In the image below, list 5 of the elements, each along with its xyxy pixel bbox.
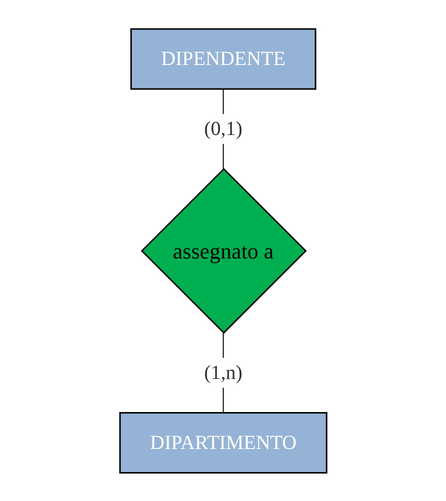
edge-label: (0,1) — [204, 118, 242, 140]
node-box: DIPARTIMENTO — [118, 412, 328, 474]
node-box: DIPENDENTE — [130, 28, 316, 90]
node-diamond: assegnato a — [140, 168, 306, 334]
edge-label: (1,n) — [204, 361, 242, 384]
